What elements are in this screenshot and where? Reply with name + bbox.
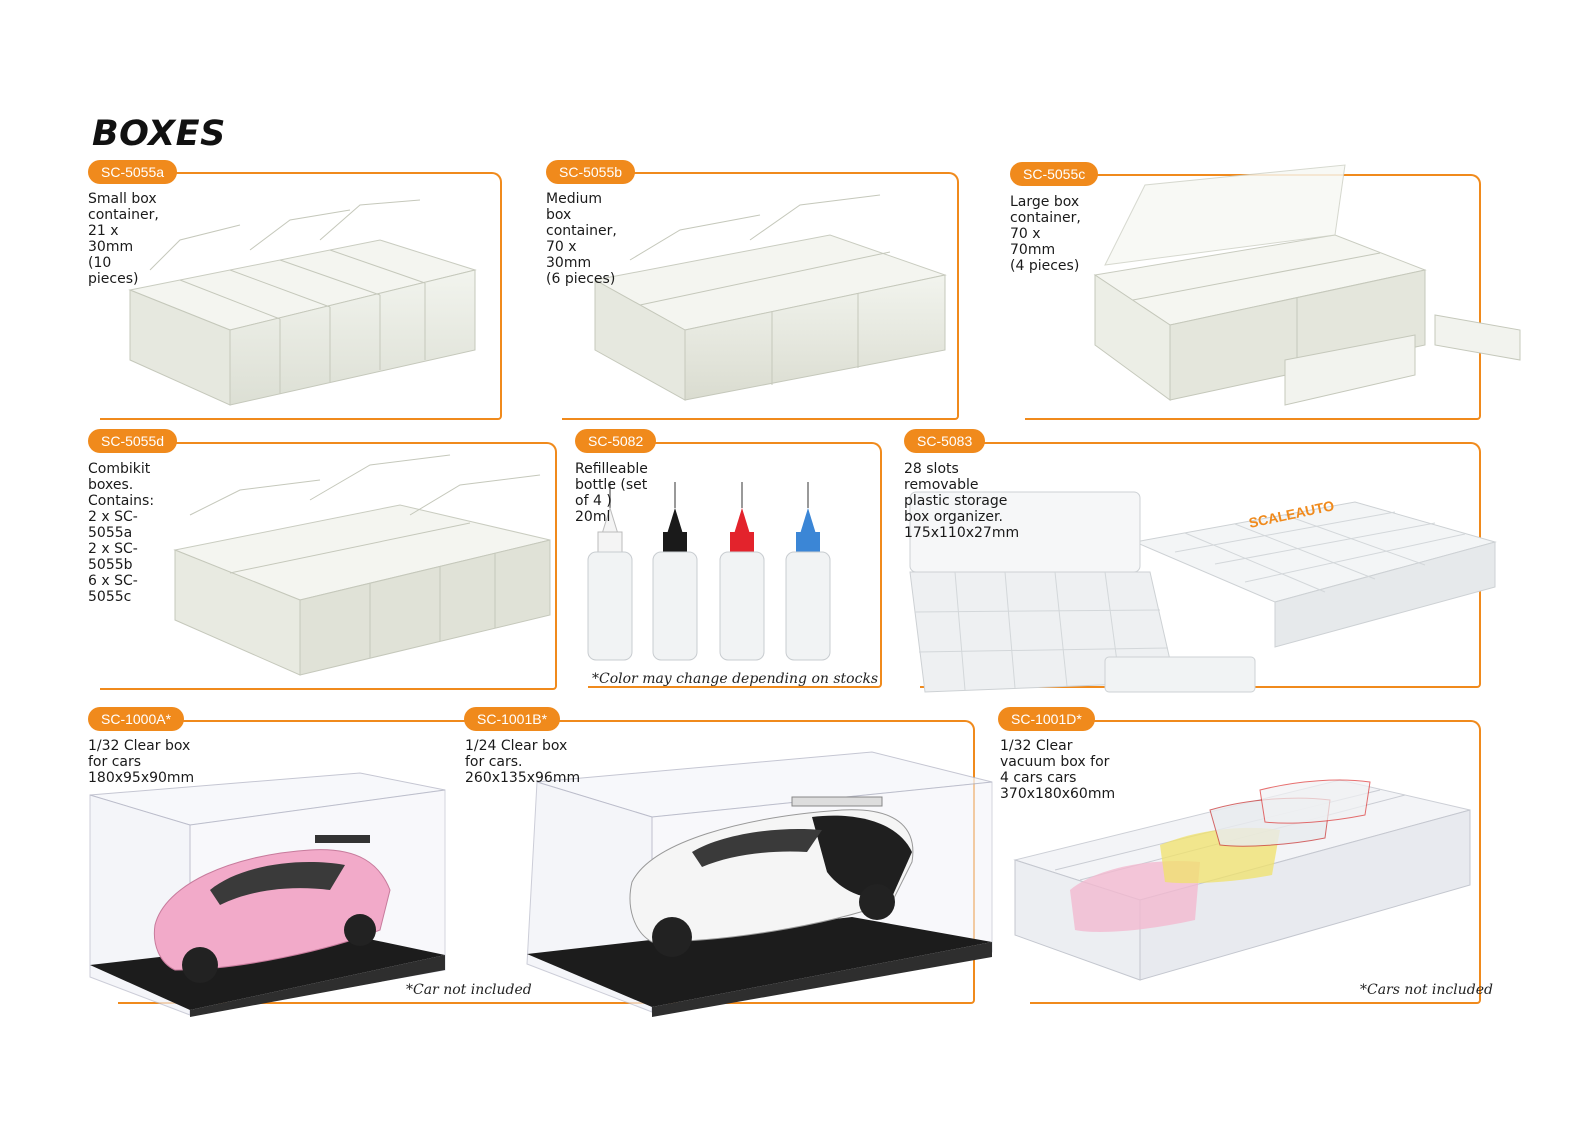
stock-color-note: *Color may change depending on stocks [592, 671, 879, 687]
pink-race-car [153, 835, 391, 983]
product-code: SC-5082 [575, 429, 657, 453]
product-code: SC-5055a [88, 160, 178, 184]
panel-frame [588, 442, 882, 688]
panel-frame [562, 172, 959, 420]
bottle-red [719, 482, 765, 661]
page-title: BOXES [92, 114, 226, 154]
car-not-included-note: *Car not included [406, 982, 532, 998]
bottle-blue [785, 482, 831, 661]
product-description: 28 slots removable plastic storage box o… [904, 461, 1020, 541]
clear-box-1-24-image [526, 751, 993, 1017]
clear-box-1-32-image [89, 772, 446, 1017]
panel-frame [1030, 720, 1481, 1004]
product-description: 1/32 Clear box for cars 180x95x90mm [88, 738, 195, 786]
product-code: SC-5083 [904, 429, 986, 453]
bottle-black [652, 482, 698, 661]
refillable-bottles-image [587, 482, 831, 661]
product-code: SC-5055c [1010, 162, 1099, 186]
large-box-container-image [1093, 164, 1521, 406]
storage-box-organizer-image: SCALEAUTO [909, 491, 1497, 693]
small-box-container-image [128, 199, 477, 406]
cars-not-included-note: *Cars not included [1360, 982, 1493, 998]
product-code: SC-5055d [88, 429, 178, 453]
product-description: 1/24 Clear box for cars. 260x135x96mm [465, 738, 581, 786]
product-description: Small box container, 21 x 30mm (10 piece… [88, 191, 159, 287]
product-code: SC-1001D* [998, 707, 1095, 731]
clear-vacuum-box-image [1013, 779, 1471, 981]
product-description: Medium box container, 70 x 30mm (6 piece… [546, 191, 617, 287]
product-code: SC-1000A* [88, 707, 185, 731]
product-code: SC-1001B* [464, 707, 561, 731]
combikit-boxes-image [173, 454, 551, 676]
product-code: SC-5055b [546, 160, 636, 184]
panel-frame [100, 172, 502, 420]
product-description: Refilleable bottle (set of 4 ) 20ml [575, 461, 648, 525]
product-description: Combikit boxes. Contains: 2 x SC-5055a 2… [88, 461, 155, 605]
product-description: Large box container, 70 x 70mm (4 pieces… [1010, 194, 1081, 274]
white-race-car [629, 796, 914, 957]
product-description: 1/32 Clear vacuum box for 4 cars cars 37… [1000, 738, 1116, 802]
panel-frame [100, 442, 557, 690]
bottle-white [587, 482, 633, 661]
medium-box-container-image [593, 194, 947, 401]
